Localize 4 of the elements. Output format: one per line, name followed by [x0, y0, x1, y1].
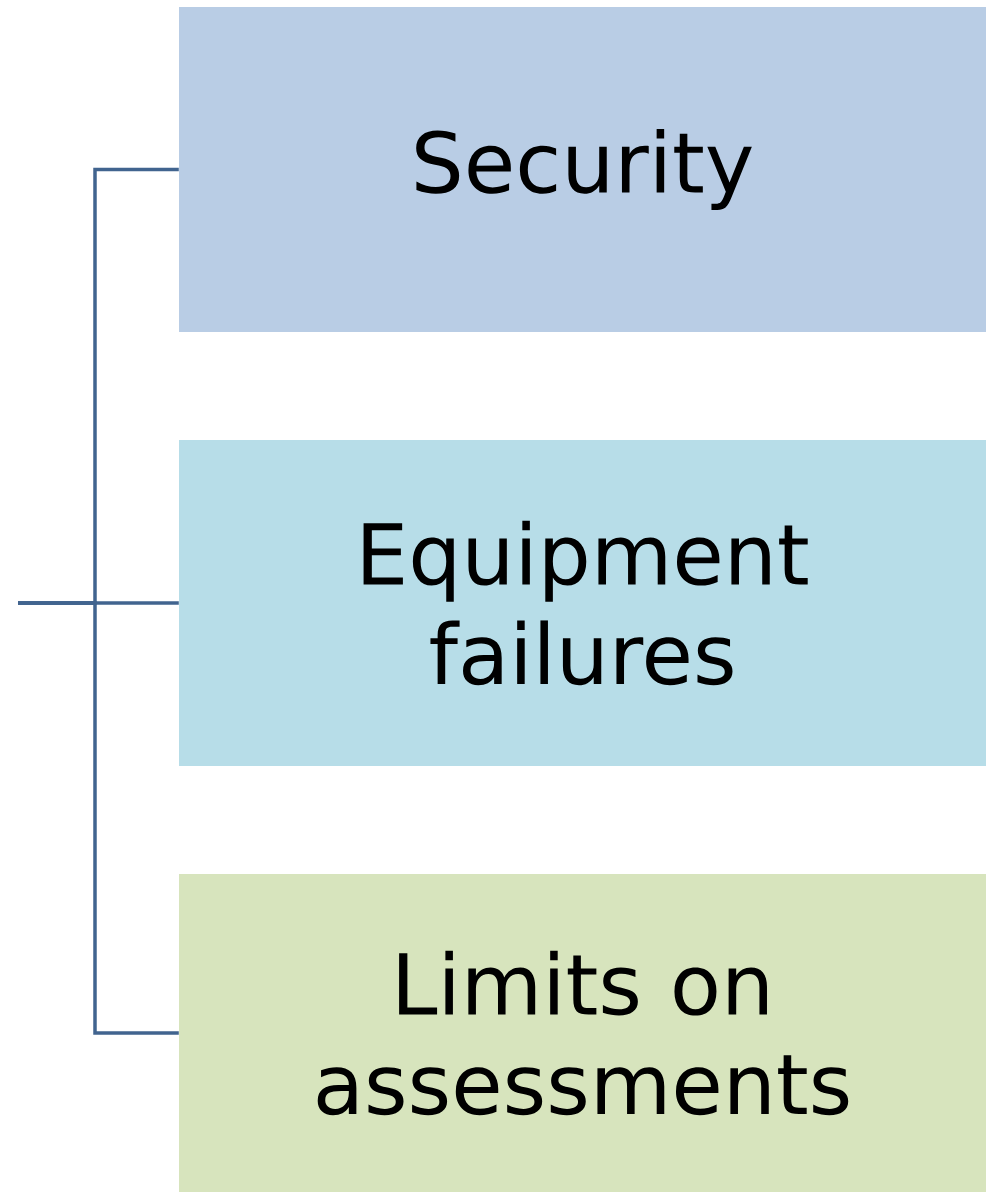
- bracket-connector: [18, 601, 179, 1035]
- category-box: Limits on assessments: [179, 874, 986, 1192]
- category-box: Equipment failures: [179, 440, 986, 766]
- category-box: Security: [179, 7, 986, 332]
